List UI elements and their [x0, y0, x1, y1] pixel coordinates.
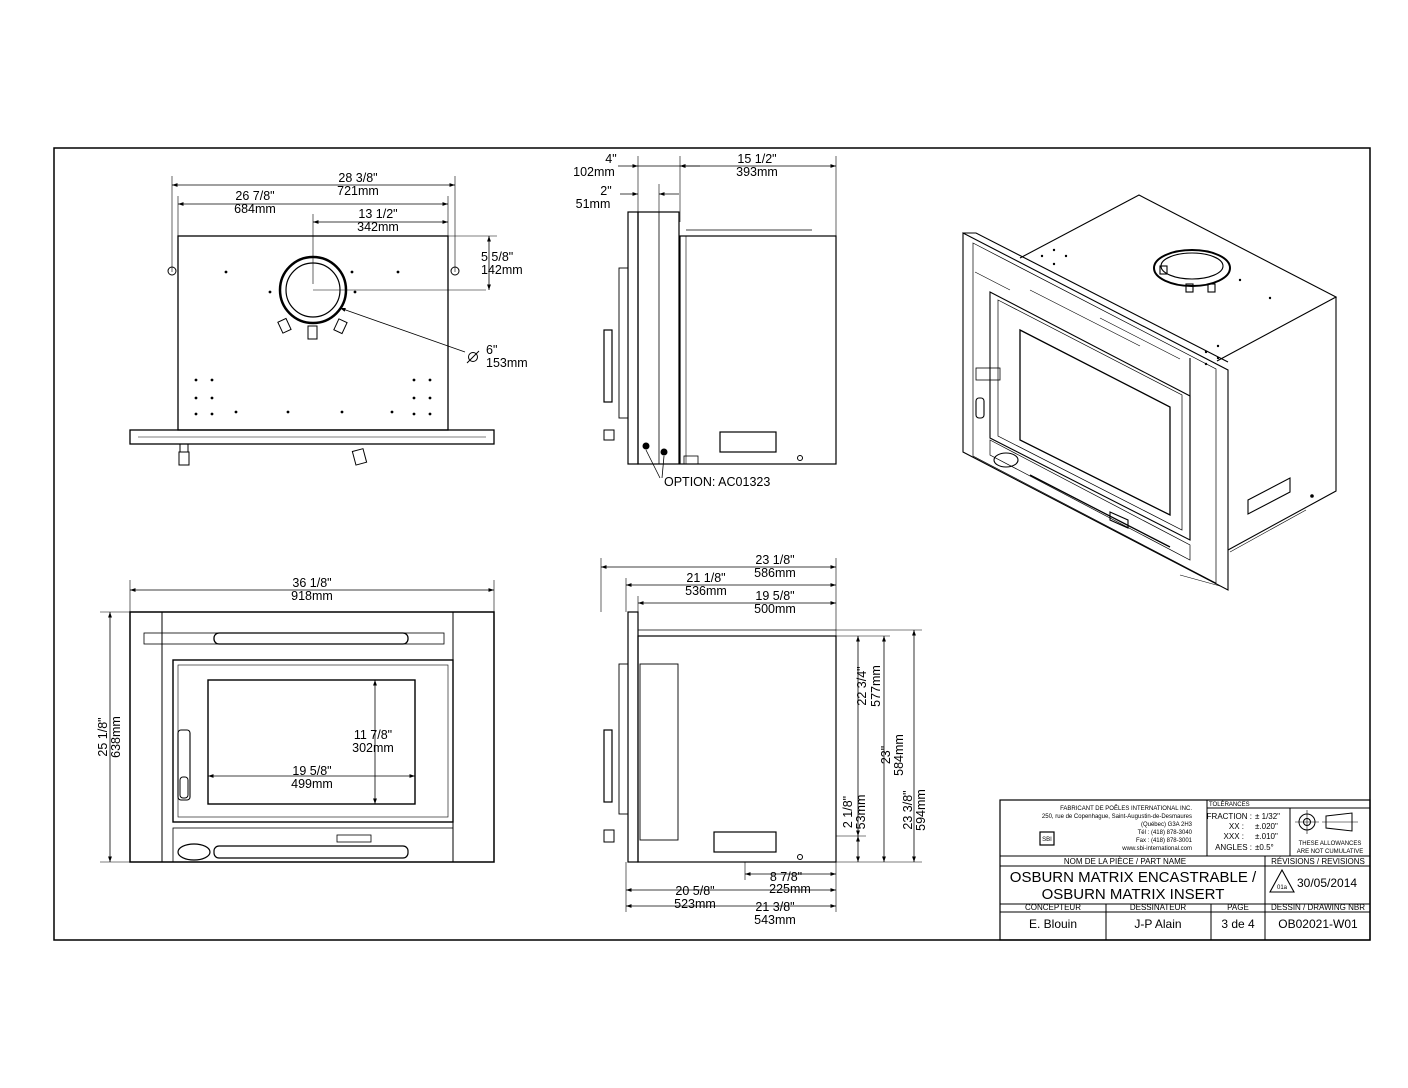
option-label: OPTION: AC01323 [664, 475, 770, 489]
side-face-depth-mm: 51mm [576, 197, 611, 211]
company-website: www.sbi-international.com [1121, 846, 1192, 852]
front-height-mm: 638mm [109, 716, 123, 758]
side-front-depth-in: 4" [605, 152, 616, 166]
side-view-bottom [600, 558, 922, 912]
tolerances-header: TOLÉRANCES [1209, 801, 1250, 808]
top-flue-x-mm: 342mm [357, 220, 399, 234]
sbi-logo-text: SBI [1042, 837, 1052, 843]
revision-mark: 01a [1277, 885, 1288, 891]
side-leg-offset-mm: 225mm [769, 882, 811, 896]
company-line-5: Fax : (418) 878-3001 [1136, 838, 1193, 844]
flue-diameter-leader [339, 307, 466, 353]
front-width-mm: 918mm [291, 589, 333, 603]
drawing-number: OB02021-W01 [1278, 917, 1358, 931]
company-line-3: (Québec) G3A 2H3 [1141, 822, 1193, 828]
front-glass [207, 679, 416, 805]
revisions-label: RÉVISIONS / REVISIONS [1271, 857, 1365, 866]
side-height-c-in: 23 3/8" [901, 790, 915, 829]
front-door [172, 659, 454, 823]
side-depth-a-in: 21 1/8" [686, 571, 725, 585]
side-base-depth-b-mm: 543mm [754, 913, 796, 927]
top-overall-width-mm: 721mm [337, 184, 379, 198]
drafter-label: DESSINATEUR [1130, 903, 1187, 912]
page-label: PAGE [1227, 903, 1249, 912]
side-leg-height-mm: 53mm [854, 795, 868, 830]
tolerance-xx-label: XX : [1229, 822, 1244, 831]
side-height-c-mm: 594mm [914, 789, 928, 831]
top-overall-width-in: 28 3/8" [338, 171, 377, 185]
side-body-depth-mm: 393mm [736, 165, 778, 179]
side-height-a-mm: 577mm [869, 665, 883, 707]
tolerance-fraction-value: ± 1/32" [1255, 812, 1280, 821]
part-name-line-2: OSBURN MATRIX INSERT [1042, 886, 1225, 903]
top-flue-diameter-in: 6" [486, 343, 497, 357]
sbi-logo [1039, 831, 1055, 846]
tolerance-note-1: THESE ALLOWANCES [1299, 841, 1362, 847]
side-front-depth-mm: 102mm [573, 165, 615, 179]
side-total-depth-in: 23 1/8" [755, 553, 794, 567]
side-total-depth-mm: 586mm [754, 566, 796, 580]
top-inner-width-mm: 684mm [234, 202, 276, 216]
side-leg-offset-in: 8 7/8" [770, 870, 802, 884]
sheet-border [53, 147, 1371, 941]
tolerance-fraction-label: FRACTION : [1207, 812, 1252, 821]
top-inner-width-in: 26 7/8" [235, 189, 274, 203]
company-line-1: FABRICANT DE POÊLES INTERNATIONAL INC. [1060, 804, 1192, 812]
top-flue-y-mm: 142mm [481, 263, 523, 277]
company-line-2: 250, rue de Copenhague, Saint-Augustin-d… [1042, 814, 1192, 820]
tolerance-note-2: ARE NOT CUMULATIVE [1297, 849, 1363, 855]
side-depth-b-in: 19 5/8" [755, 589, 794, 603]
company-line-4: Tél : (418) 878-3040 [1138, 830, 1193, 836]
page-number: 3 de 4 [1221, 917, 1255, 931]
side-face-depth-in: 2" [600, 184, 611, 198]
side-depth-b-mm: 500mm [754, 602, 796, 616]
designer-name: E. Blouin [1029, 917, 1077, 931]
side-top-body [679, 235, 837, 465]
side-base-depth-b-in: 21 3/8" [755, 900, 794, 914]
side-view-top [603, 156, 837, 479]
top-flue-diameter-mm: 153mm [486, 356, 528, 370]
part-name-line-1: OSBURN MATRIX ENCASTRABLE / [1010, 869, 1257, 886]
glass-height-mm: 302mm [352, 741, 394, 755]
side-height-a-in: 22 3/4" [855, 666, 869, 705]
iso-flue-collar [1153, 249, 1231, 287]
front-damper [177, 843, 211, 861]
isometric-view [962, 194, 1338, 591]
top-flue-y-in: 5 5/8" [481, 250, 513, 264]
tolerance-angles-value: ±0.5° [1255, 843, 1274, 852]
side-height-b-mm: 584mm [892, 734, 906, 776]
designer-label: CONCEPTEUR [1025, 903, 1081, 912]
side-height-b-in: 23" [879, 746, 893, 764]
glass-width-in: 19 5/8" [292, 764, 331, 778]
tolerance-xxx-label: XXX : [1224, 832, 1244, 841]
glass-height-in: 11 7/8" [354, 728, 392, 742]
tolerance-xxx-value: ±.010" [1255, 832, 1278, 841]
drafter-name: J-P Alain [1134, 917, 1181, 931]
side-base-depth-a-in: 20 5/8" [675, 884, 714, 898]
side-leg-height-in: 2 1/8" [841, 796, 855, 828]
front-width-in: 36 1/8" [292, 576, 331, 590]
front-view [100, 580, 495, 863]
revision-triangle [1269, 868, 1295, 893]
tolerance-angles-label: ANGLES : [1215, 843, 1252, 852]
side-body-depth-in: 15 1/2" [737, 152, 776, 166]
top-flue-x-in: 13 1/2" [358, 207, 397, 221]
title-block [999, 799, 1371, 941]
front-height-in: 25 1/8" [96, 717, 110, 756]
front-door-handle [177, 729, 191, 801]
top-view [129, 176, 497, 466]
revision-date: 30/05/2014 [1297, 876, 1357, 890]
tolerance-xx-value: ±.020" [1255, 822, 1278, 831]
diameter-symbol [468, 352, 478, 362]
part-name-label: NOM DE LA PIÈCE / PART NAME [1064, 857, 1186, 866]
front-view-face [129, 611, 495, 863]
drawing-number-label: DESSIN / DRAWING NBR [1271, 903, 1365, 912]
glass-width-mm: 499mm [291, 777, 333, 791]
side-base-depth-a-mm: 523mm [674, 897, 716, 911]
side-depth-a-mm: 536mm [685, 584, 727, 598]
